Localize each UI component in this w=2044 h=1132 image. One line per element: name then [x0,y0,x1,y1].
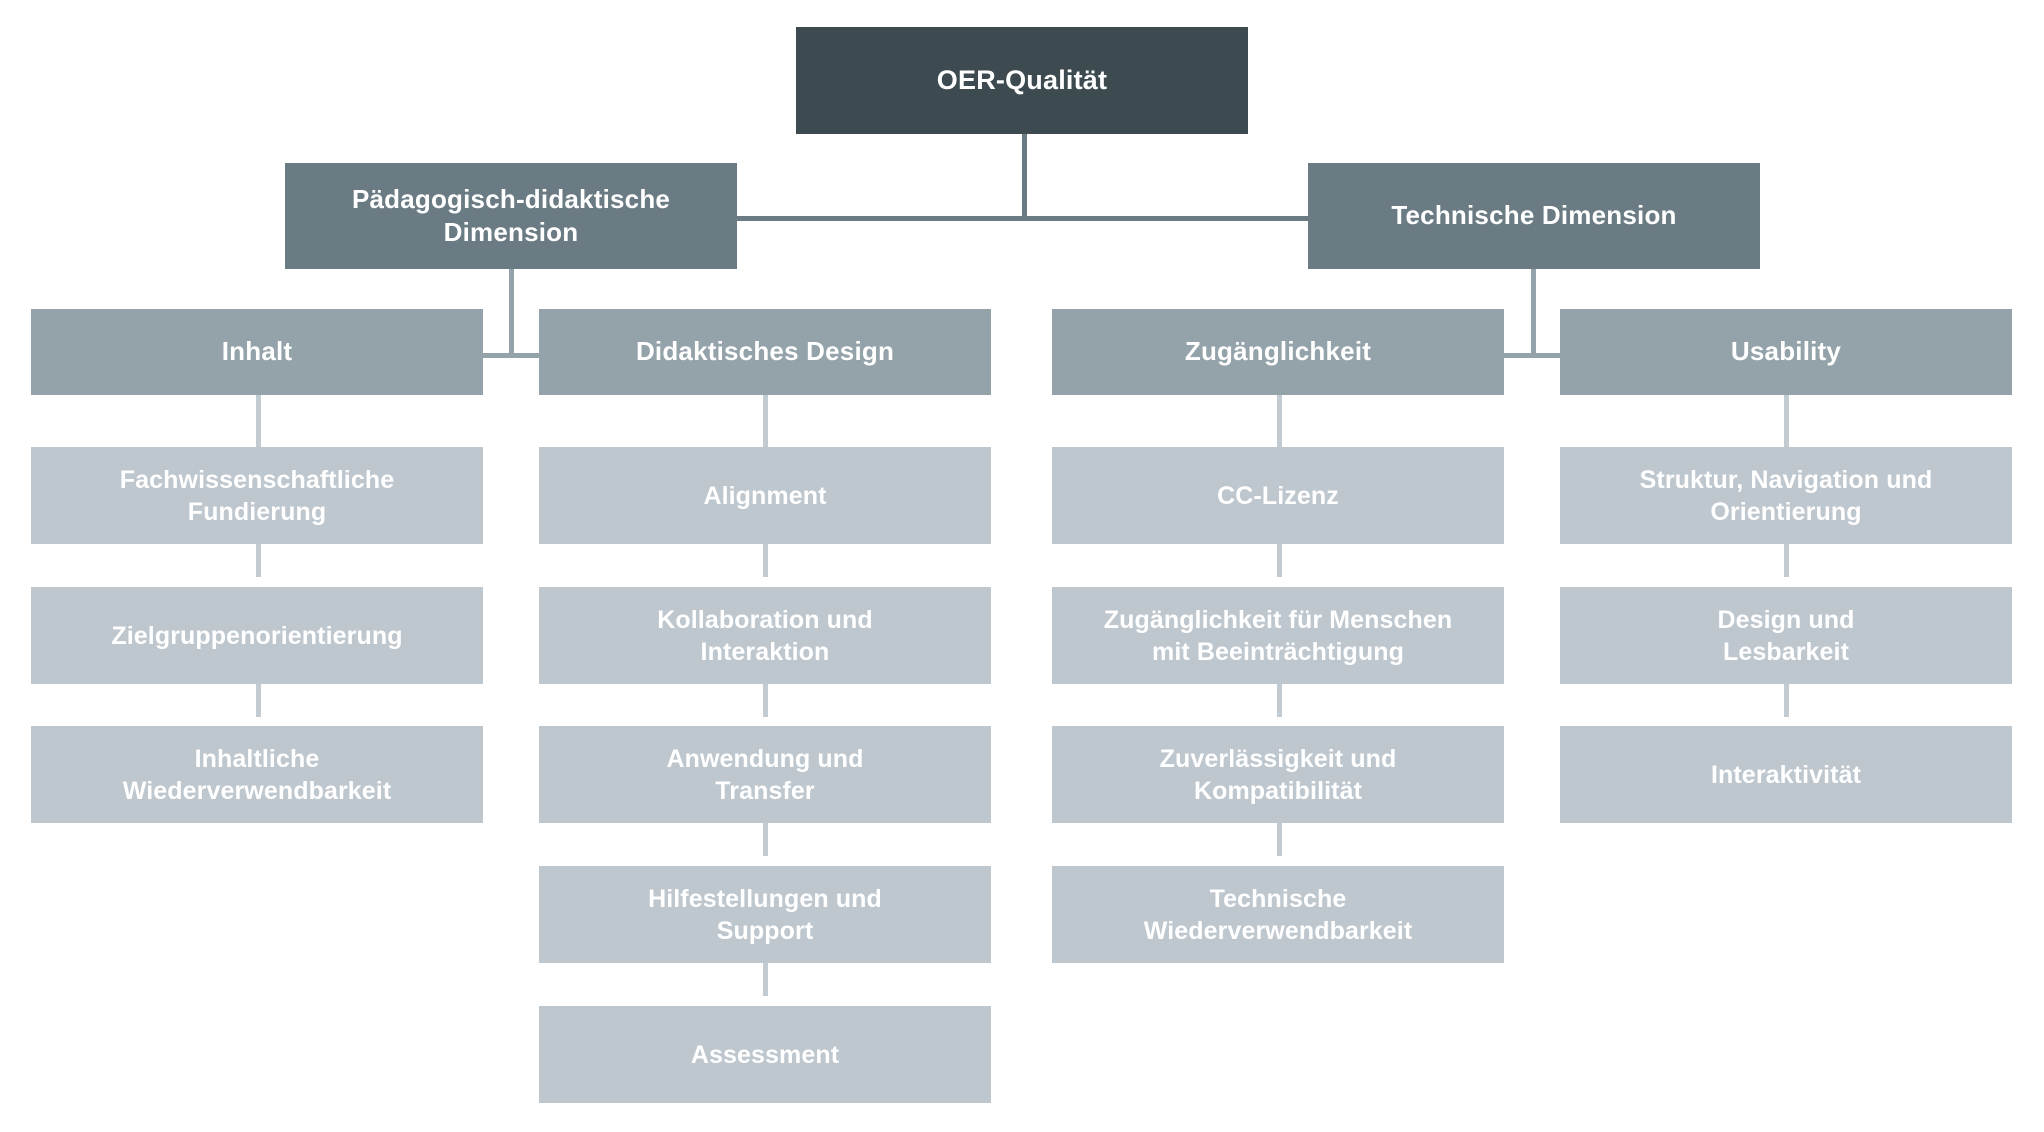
node-dimension-technische[interactable]: Technische Dimension [1308,163,1760,269]
node-category-inhalt[interactable]: Inhalt [31,309,483,395]
connector-col3-seg4 [1277,822,1282,856]
connector-col1-seg2 [256,543,261,577]
connector-left-category-bus [258,353,762,358]
connector-col4-seg1 [1784,358,1789,448]
connector-right-category-bus [1280,353,1784,358]
connector-col3-seg1 [1277,358,1282,448]
node-criterion-assessment[interactable]: Assessment [539,1006,991,1103]
node-criterion-struktur-navigation-und-orientierung[interactable]: Struktur, Navigation und Orientierung [1560,447,2012,544]
node-criterion-interaktivitaet[interactable]: Interaktivität [1560,726,2012,823]
connector-col4-seg2 [1784,543,1789,577]
node-criterion-alignment[interactable]: Alignment [539,447,991,544]
connector-col3-seg2 [1277,543,1282,577]
connector-col4-seg3 [1784,683,1789,717]
node-criterion-anwendung-und-transfer[interactable]: Anwendung und Transfer [539,726,991,823]
connector-col1-seg1 [256,358,261,448]
connector-left-dimension-stem [509,268,514,358]
connector-col2-seg5 [763,962,768,996]
node-criterion-inhaltliche-wiederverwendbarkeit[interactable]: Inhaltliche Wiederverwendbarkeit [31,726,483,823]
node-root-oer-qualitaet[interactable]: OER-Qualität [796,27,1248,134]
connector-root-stem [1022,133,1027,219]
connector-col2-seg4 [763,822,768,856]
node-category-didaktisches-design[interactable]: Didaktisches Design [539,309,991,395]
node-criterion-zuverlaessigkeit-und-kompatibilitaet[interactable]: Zuverlässigkeit und Kompatibilität [1052,726,1504,823]
connector-col1-seg3 [256,683,261,717]
node-criterion-technische-wiederverwendbarkeit[interactable]: Technische Wiederverwendbarkeit [1052,866,1504,963]
node-category-usability[interactable]: Usability [1560,309,2012,395]
connector-col2-seg3 [763,683,768,717]
node-criterion-design-und-lesbarkeit[interactable]: Design und Lesbarkeit [1560,587,2012,684]
connector-col2-seg2 [763,543,768,577]
connector-level2-bus [734,216,1310,221]
node-criterion-cc-lizenz[interactable]: CC-Lizenz [1052,447,1504,544]
node-criterion-zielgruppenorientierung[interactable]: Zielgruppenorientierung [31,587,483,684]
node-criterion-kollaboration-und-interaktion[interactable]: Kollaboration und Interaktion [539,587,991,684]
node-category-zugaenglichkeit[interactable]: Zugänglichkeit [1052,309,1504,395]
node-criterion-hilfestellungen-und-support[interactable]: Hilfestellungen und Support [539,866,991,963]
connector-right-dimension-stem [1531,268,1536,358]
connector-col2-seg1 [763,358,768,448]
node-criterion-fachwissenschaftliche-fundierung[interactable]: Fachwissenschaftliche Fundierung [31,447,483,544]
node-criterion-zugaenglichkeit-fuer-menschen-mit-beeintraechtigung[interactable]: Zugänglichkeit für Menschen mit Beeinträ… [1052,587,1504,684]
connector-col3-seg3 [1277,683,1282,717]
node-dimension-paedagogisch-didaktische[interactable]: Pädagogisch-didaktische Dimension [285,163,737,269]
